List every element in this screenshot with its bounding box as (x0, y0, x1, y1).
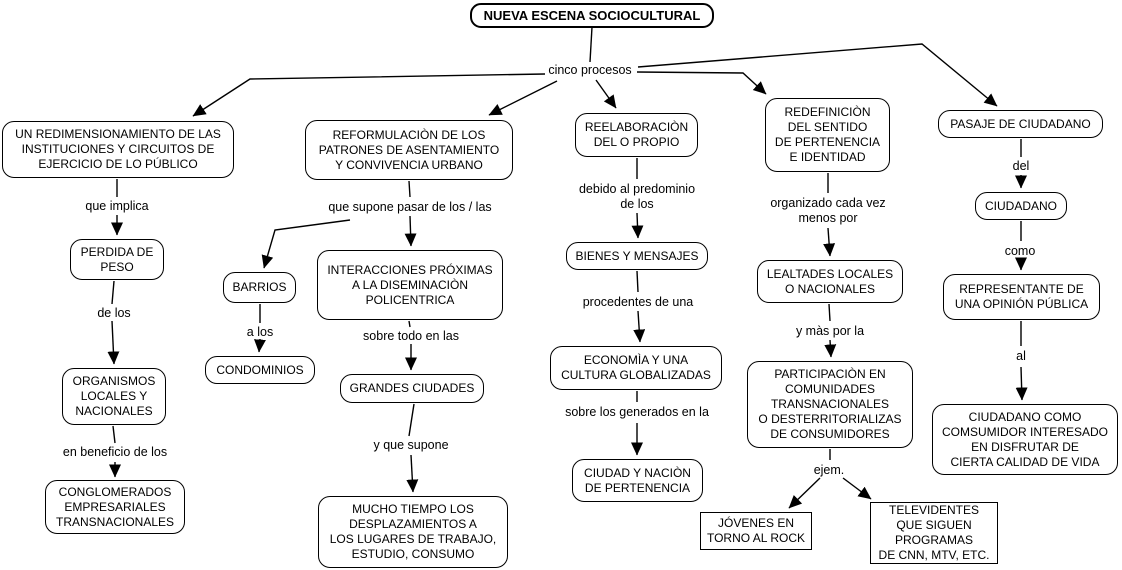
concept-bienes-y-mensajes[interactable]: BIENES Y MENSAJES (566, 242, 708, 270)
concept-ciudadano-consumidor[interactable]: CIUDADANO COMO COMSUMIDOR INTERESADO EN … (932, 404, 1118, 475)
concept-redefinicion-sentido[interactable]: REDEFINICIÒN DEL SENTIDO DE PERTENENCIA … (765, 98, 890, 172)
concept-economia-cultura-globalizadas[interactable]: ECONOMÌA Y UNA CULTURA GLOBALIZADAS (550, 346, 722, 390)
lp-organizado-cada-vez[interactable]: organizado cada vez menos por (770, 196, 886, 225)
concept-ciudadano[interactable]: CIUDADANO (975, 192, 1067, 220)
example-jovenes-rock[interactable]: JÓVENES EN TORNO AL ROCK (700, 512, 812, 550)
concept-lealtades-locales[interactable]: LEALTADES LOCALES O NACIONALES (757, 260, 903, 303)
concept-condominios[interactable]: CONDOMINIOS (205, 356, 315, 384)
concept-mucho-tiempo-desplazamientos[interactable]: MUCHO TIEMPO LOS DESPLAZAMIENTOS A LOS L… (318, 496, 508, 568)
concept-barrios[interactable]: BARRIOS (223, 272, 296, 303)
lp-que-supone-pasar[interactable]: que supone pasar de los / las (328, 200, 492, 214)
lp-debido-al-predominio[interactable]: debido al predominio de los (578, 182, 696, 211)
lp-como[interactable]: como (1004, 244, 1036, 258)
lp-a-los[interactable]: a los (246, 325, 274, 339)
concept-perdida-de-peso[interactable]: PERDIDA DE PESO (70, 239, 164, 280)
concept-redimensionamiento-instituciones[interactable]: UN REDIMENSIONAMIENTO DE LAS INSTITUCION… (2, 121, 234, 178)
lp-procedentes-de-una[interactable]: procedentes de una (582, 295, 694, 309)
lp-sobre-los-generados[interactable]: sobre los generados en la (565, 405, 709, 419)
concept-pasaje-de-ciudadano[interactable]: PASAJE DE CIUDADANO (938, 110, 1103, 138)
lp-de-los[interactable]: de los (97, 306, 131, 320)
concept-interacciones-proximas[interactable]: INTERACCIONES PRÓXIMAS A LA DISEMINACIÒN… (317, 250, 503, 320)
concept-reformulacion-patrones[interactable]: REFORMULACIÒN DE LOS PATRONES DE ASENTAM… (305, 120, 513, 180)
concept-conglomerados-empresariales[interactable]: CONGLOMERADOS EMPRESARIALES TRANSNACIONA… (45, 480, 185, 534)
node-title[interactable]: NUEVA ESCENA SOCIOCULTURAL (470, 3, 714, 28)
lp-y-que-supone[interactable]: y que supone (373, 438, 449, 452)
lp-al[interactable]: al (1016, 349, 1026, 363)
concept-participacion-comunidades[interactable]: PARTICIPACIÒN EN COMUNIDADES TRANSNACION… (747, 361, 913, 448)
lp-en-beneficio-de-los[interactable]: en beneficio de los (62, 445, 168, 459)
concept-ciudad-y-nacion[interactable]: CIUDAD Y NACIÒN DE PERTENENCIA (572, 459, 703, 502)
lp-sobre-todo-en-las[interactable]: sobre todo en las (363, 329, 459, 343)
lp-ejem[interactable]: ejem. (813, 463, 845, 477)
lp-y-mas-por-la[interactable]: y màs por la (795, 324, 865, 338)
lp-cinco-procesos[interactable]: cinco procesos (548, 63, 632, 77)
concept-representante-opinion[interactable]: REPRESENTANTE DE UNA OPINIÓN PÚBLICA (943, 274, 1100, 320)
example-televidentes[interactable]: TELEVIDENTES QUE SIGUEN PROGRAMAS DE CNN… (870, 502, 998, 564)
concept-grandes-ciudades[interactable]: GRANDES CIUDADES (340, 374, 484, 403)
lp-que-implica[interactable]: que implica (85, 199, 149, 213)
concept-organismos-locales[interactable]: ORGANISMOS LOCALES Y NACIONALES (62, 368, 166, 425)
lp-del[interactable]: del (1012, 159, 1030, 173)
concept-reelaboracion-propio[interactable]: REELABORACIÒN DEL O PROPIO (575, 113, 698, 157)
